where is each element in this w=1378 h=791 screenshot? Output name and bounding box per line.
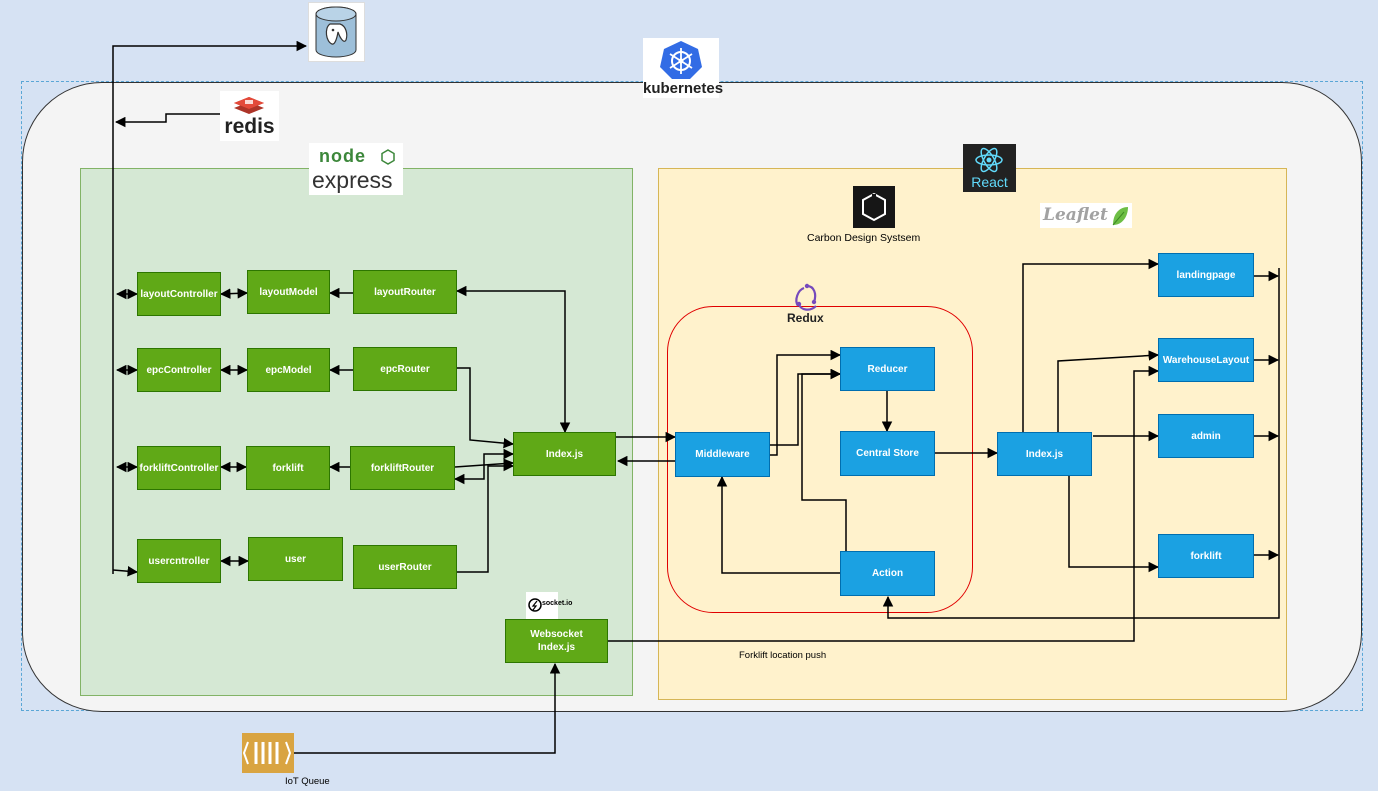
- index-to-forklift: [1068, 475, 1160, 573]
- node-express-logo: node express: [309, 143, 403, 195]
- user-model-node: user: [248, 537, 343, 581]
- middleware-to-reducer-2: [770, 368, 842, 446]
- queue-to-websocket: [294, 662, 561, 754]
- redis-logo: redis: [220, 91, 279, 141]
- middleware-node: Middleware: [675, 432, 770, 477]
- postgresql-logo: [308, 2, 365, 62]
- landingpage-node: landingpage: [1158, 253, 1254, 297]
- forkliftrouter-index: [453, 448, 515, 485]
- carbon-hexagon-icon: [862, 192, 886, 222]
- user-router-node: userRouter: [353, 545, 457, 589]
- node-label: node: [319, 146, 366, 166]
- frontend-index-node: Index.js: [997, 432, 1092, 476]
- epc-model-node: epcModel: [247, 348, 330, 392]
- layout-model-node: layoutModel: [247, 270, 330, 314]
- bus-line: [112, 40, 308, 574]
- queue-icon: [242, 733, 294, 773]
- epcrouter-index: [457, 367, 515, 449]
- index-to-landing: [1022, 258, 1160, 432]
- redis-label: redis: [224, 115, 275, 138]
- forklift-page-node: forklift: [1158, 534, 1254, 578]
- socketio-icon: [528, 598, 542, 612]
- websocket-to-warehouse: [608, 365, 1160, 642]
- iot-queue-label: IoT Queue: [285, 776, 330, 787]
- central-store-node: Central Store: [840, 431, 935, 476]
- layout-controller-node: layoutController: [137, 272, 221, 316]
- layout-ctrl-model: [219, 288, 249, 299]
- layout-router-node: layoutRouter: [353, 270, 457, 314]
- redis-stack-icon: [234, 97, 264, 114]
- kubernetes-helm-icon: [643, 38, 719, 80]
- warehouse-layout-node: WarehouseLayout: [1158, 338, 1254, 382]
- redux-label: Redux: [787, 311, 824, 325]
- reducer-node: Reducer: [840, 347, 935, 391]
- forklift-push-label: Forklift location push: [739, 650, 827, 661]
- forkliftrouter-index-2: [454, 458, 515, 469]
- leaflet-label: Leaflet: [1043, 205, 1108, 225]
- carbon-logo: [853, 186, 895, 228]
- forklift-router-node: forkliftRouter: [350, 446, 455, 490]
- bus-to-usercontroller: [112, 565, 139, 577]
- redux-swirl-icon: [795, 283, 817, 311]
- websocket-index-node: Websocket Index.js: [505, 619, 608, 663]
- express-label: express: [312, 167, 393, 193]
- userrouter-index: [457, 460, 515, 573]
- backend-index-node: Index.js: [513, 432, 616, 476]
- user-controller-node: usercntroller: [137, 539, 221, 583]
- react-label: React: [971, 174, 1008, 190]
- react-logo: React: [963, 144, 1016, 192]
- kubernetes-label: kubernetes: [643, 80, 724, 98]
- layoutrouter-index: [455, 285, 571, 434]
- admin-node: admin: [1158, 414, 1254, 458]
- right-bus-to-action: [882, 268, 1280, 619]
- leaflet-logo: Leaflet: [1040, 203, 1132, 228]
- forklift-model-node: forklift: [246, 446, 330, 490]
- leaf-icon: [1112, 207, 1128, 226]
- database-icon: [308, 2, 365, 62]
- epc-router-node: epcRouter: [353, 347, 457, 391]
- action-to-middleware: [716, 475, 840, 574]
- react-atom-icon: [975, 147, 1003, 173]
- forklift-controller-node: forkliftController: [137, 446, 221, 490]
- index-to-warehouse: [1057, 350, 1160, 432]
- nodejs-hexagon-icon: [381, 149, 395, 165]
- action-to-reducer: [801, 368, 847, 551]
- kubernetes-logo: kubernetes: [640, 38, 724, 100]
- redux-region: [667, 306, 973, 613]
- socketio-label: socket.io: [542, 600, 573, 607]
- redis-connector: [114, 113, 220, 128]
- epc-controller-node: epcController: [137, 348, 221, 392]
- middleware-to-reducer: [770, 349, 842, 456]
- action-node: Action: [840, 551, 935, 596]
- carbon-label: Carbon Design Systsem: [807, 232, 921, 244]
